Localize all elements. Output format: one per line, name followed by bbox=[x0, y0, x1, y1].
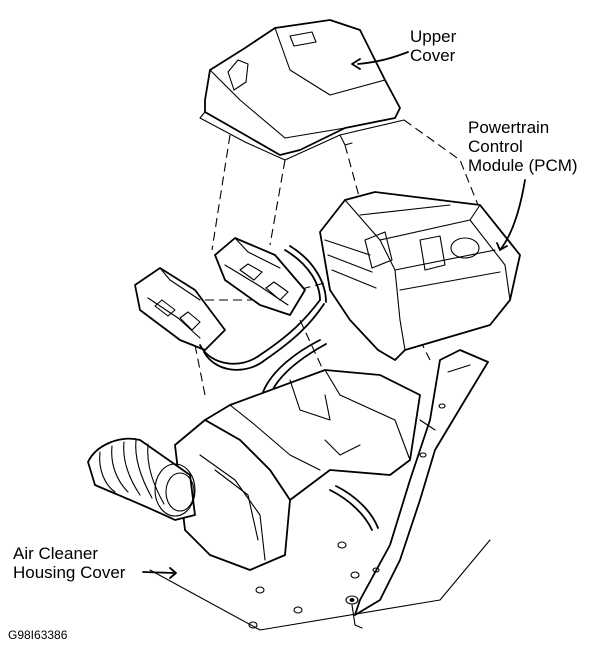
upper-cover-label-line-2: Cover bbox=[410, 46, 456, 65]
left-connector bbox=[134, 267, 226, 351]
pcm-label-line-2: Control bbox=[468, 137, 523, 156]
upper-cover-label: Upper Cover bbox=[410, 27, 456, 65]
air-cleaner-label-line-2: Housing Cover bbox=[13, 563, 126, 582]
upper-cover bbox=[199, 19, 405, 161]
air-cleaner-label-line-1: Air Cleaner bbox=[13, 544, 99, 563]
intake-duct bbox=[87, 437, 196, 521]
pcm-label-line-1: Powertrain bbox=[468, 118, 550, 137]
figure-code: G98I63386 bbox=[8, 628, 68, 642]
pcm-label-line-3: Module (PCM) bbox=[468, 156, 578, 175]
air-cleaner-label: Air Cleaner Housing Cover bbox=[13, 544, 125, 582]
mounting-bracket bbox=[354, 349, 489, 616]
base-plate bbox=[149, 539, 491, 631]
upper-cover-label-line-1: Upper bbox=[410, 27, 457, 46]
air-cleaner-housing bbox=[174, 369, 421, 571]
leader-lines bbox=[142, 51, 526, 579]
middle-connector bbox=[214, 237, 306, 316]
pcm-module bbox=[319, 191, 521, 361]
ground-bolt bbox=[345, 595, 363, 629]
pcm-label: Powertrain Control Module (PCM) bbox=[468, 118, 578, 175]
